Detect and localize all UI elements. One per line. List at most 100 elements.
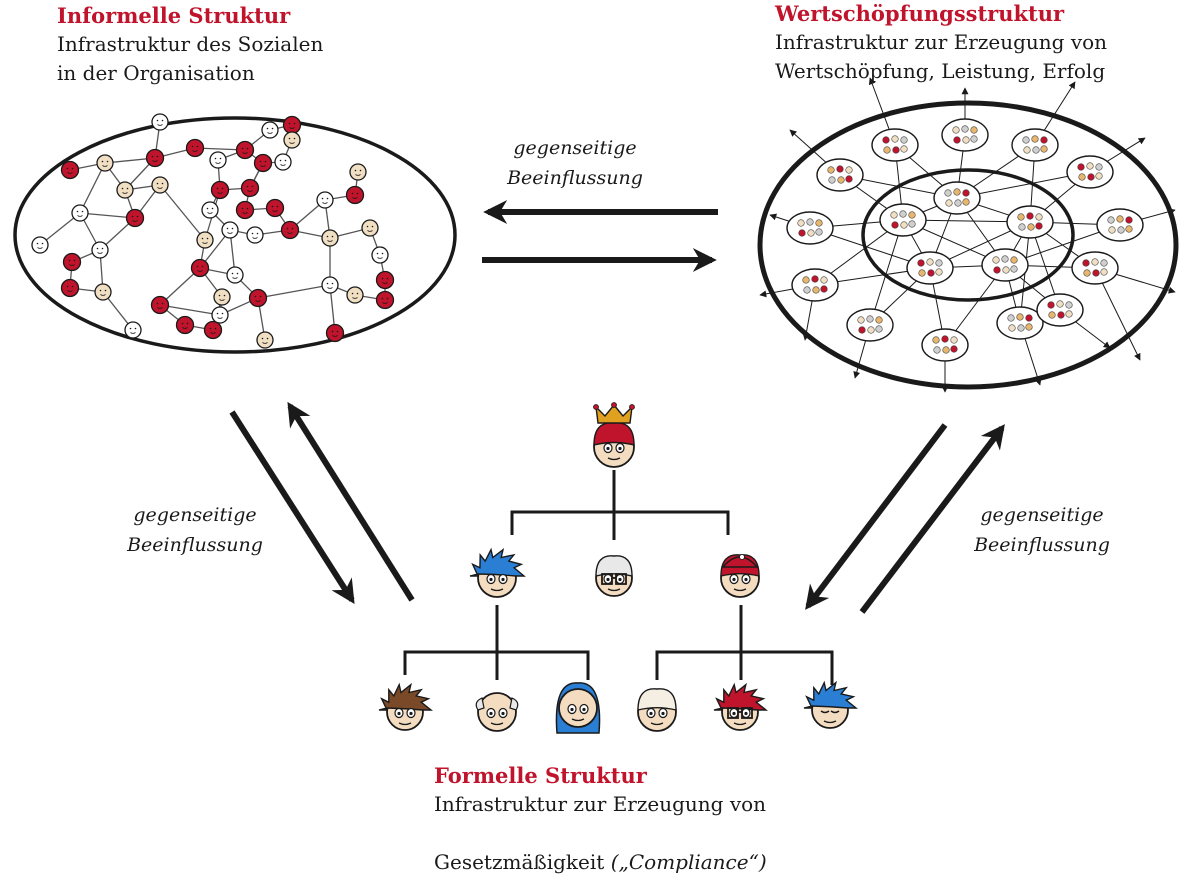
network-node xyxy=(235,140,255,160)
formal-desc-plain: Gesetzmäßigkeit xyxy=(434,850,611,874)
network-node xyxy=(150,295,170,315)
team-cluster xyxy=(1096,208,1144,242)
formal-structure-title: Formelle Struktur xyxy=(434,763,647,788)
formal-structure-desc-1: Infrastruktur zur Erzeugung von xyxy=(434,792,767,816)
network-node xyxy=(361,219,379,237)
staff-white-hair-face-icon xyxy=(637,688,677,732)
network-node xyxy=(345,185,365,205)
network-node xyxy=(60,278,80,298)
informal-structure-desc-2: in der Organisation xyxy=(57,61,255,85)
team-cluster xyxy=(879,203,927,237)
network-node xyxy=(274,153,292,171)
network-node xyxy=(211,306,229,324)
network-node xyxy=(151,176,169,194)
value-structure-desc-2: Wertschöpfung, Leistung, Erfolg xyxy=(775,59,1106,83)
value-network xyxy=(759,77,1176,393)
network-node xyxy=(321,229,339,247)
team-cluster xyxy=(981,248,1029,282)
network-node xyxy=(261,121,279,139)
network-node xyxy=(283,131,301,149)
network-node xyxy=(371,246,389,264)
team-cluster xyxy=(791,268,839,302)
influence-label-top-2: Beeinflussung xyxy=(507,167,643,189)
network-node xyxy=(60,160,80,180)
network-node xyxy=(221,221,239,239)
network-node xyxy=(375,270,395,290)
network-node xyxy=(203,320,223,340)
staff-red-hair-face-icon xyxy=(713,682,769,731)
leader-face-icon xyxy=(593,402,635,468)
network-node xyxy=(62,252,82,272)
network-node xyxy=(96,154,114,172)
team-cluster xyxy=(941,118,989,152)
arrow-formal-to-value xyxy=(859,424,1005,614)
network-node xyxy=(213,288,231,306)
value-outer-boundary xyxy=(757,100,1179,390)
network-node xyxy=(210,180,230,200)
team-cluster xyxy=(1036,293,1084,327)
informal-network-boundary xyxy=(13,116,457,354)
network-node xyxy=(253,153,273,173)
network-node xyxy=(240,178,260,198)
network-node xyxy=(346,286,364,304)
network-node xyxy=(91,241,109,259)
network-node xyxy=(280,220,300,240)
network-node xyxy=(196,231,214,249)
team-cluster xyxy=(846,308,894,342)
network-node xyxy=(31,236,49,254)
formal-desc-compliance: („Compliance“) xyxy=(610,850,767,874)
team-cluster xyxy=(906,251,954,285)
network-node xyxy=(256,331,274,349)
network-node xyxy=(248,288,268,308)
arrow-value-to-formal xyxy=(805,423,948,610)
diagram-canvas xyxy=(13,77,1179,734)
influence-label-top-1: gegenseitige xyxy=(513,137,637,159)
influence-label-right-1: gegenseitige xyxy=(980,504,1104,526)
team-cluster xyxy=(1071,251,1119,285)
team-cluster xyxy=(996,306,1044,340)
network-node xyxy=(125,208,145,228)
influence-label-left-2: Beeinflussung xyxy=(127,534,263,556)
network-node xyxy=(94,283,112,301)
network-node xyxy=(151,113,169,131)
network-node xyxy=(235,200,255,220)
network-node xyxy=(321,276,339,294)
team-cluster xyxy=(786,211,834,245)
network-node xyxy=(175,315,195,335)
manager-glasses-face-icon xyxy=(595,555,633,597)
network-node xyxy=(124,321,142,339)
team-cluster xyxy=(816,158,864,192)
staff-bald-face-icon xyxy=(475,692,519,732)
network-node xyxy=(375,290,395,310)
value-inner-boundary xyxy=(861,168,1075,302)
informal-structure-desc-1: Infrastruktur des Sozialen xyxy=(57,32,324,56)
value-structure-title: Wertschöpfungsstruktur xyxy=(775,1,1065,26)
network-node xyxy=(209,151,227,169)
team-cluster xyxy=(921,328,969,362)
team-cluster xyxy=(933,181,981,215)
network-node xyxy=(190,258,210,278)
network-node xyxy=(325,323,345,343)
influence-label-right-2: Beeinflussung xyxy=(974,534,1110,556)
network-node xyxy=(71,204,89,222)
formal-hierarchy-lines xyxy=(403,470,834,685)
influence-label-left-1: gegenseitige xyxy=(133,504,257,526)
network-node xyxy=(145,148,165,168)
arrow-informal-to-formal xyxy=(229,410,355,605)
formal-hierarchy-members xyxy=(378,402,859,734)
team-cluster xyxy=(1011,128,1059,162)
value-structure-desc-1: Infrastruktur zur Erzeugung von xyxy=(775,30,1108,54)
network-node xyxy=(349,163,367,181)
manager-blue-hair-face-icon xyxy=(469,547,526,598)
manager-cap-face-icon xyxy=(720,554,760,598)
team-cluster xyxy=(1066,155,1114,189)
staff-long-blue-hair-face-icon xyxy=(555,682,601,734)
network-node xyxy=(226,266,244,284)
informal-structure-title: Informelle Struktur xyxy=(57,3,291,28)
network-node xyxy=(316,191,334,209)
network-node xyxy=(185,138,205,158)
network-node xyxy=(116,181,134,199)
informal-network xyxy=(31,113,395,349)
network-node xyxy=(246,226,264,244)
network-node xyxy=(201,201,219,219)
